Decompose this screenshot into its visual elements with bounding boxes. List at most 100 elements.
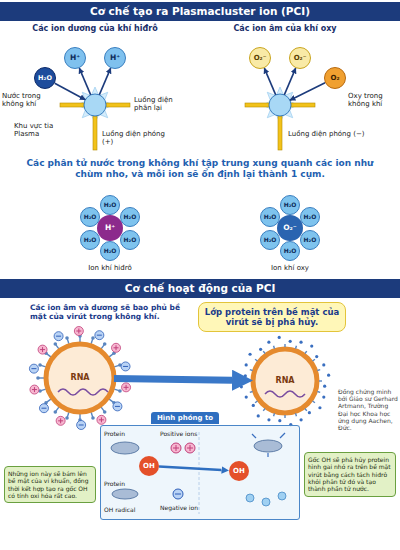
node-text: H₂O (84, 214, 97, 220)
broken-spike (313, 401, 315, 403)
broken-spike (299, 341, 302, 344)
air-ion-symbol (99, 417, 104, 422)
plasma-glow (77, 87, 298, 123)
virus-spike (65, 336, 69, 340)
water-molecule: H₂O (80, 230, 100, 250)
broken-spike (318, 406, 321, 409)
water-molecule: H₂O (300, 207, 320, 227)
annotation-label: Các ion dương của khí hiđrô (25, 24, 165, 34)
broken-spike (305, 409, 307, 411)
broken-spike (248, 353, 251, 356)
ion-flow-arrow (99, 68, 110, 95)
zoom-inset-ground (199, 432, 200, 514)
node-text: H⁺ (105, 224, 115, 232)
note-box: Gốc OH sẽ phá hủy protein hình gai nhỏ r… (304, 452, 396, 497)
oxygen-ion: O₂⁻ (289, 47, 311, 69)
air-ion-symbol (124, 385, 129, 390)
broken-spike (273, 413, 275, 416)
annotation-label: Các ion âm và dương sẽ bao phủ bề mặt củ… (30, 303, 180, 321)
node-text: H₂O (304, 214, 317, 220)
water-molecule: H₂O (100, 241, 120, 261)
broken-spike (310, 344, 313, 347)
virus-particle: RNA (253, 349, 317, 413)
plasma-core (84, 94, 291, 116)
water-molecule: H₂O (280, 195, 300, 215)
oh-radical: OH (139, 456, 159, 476)
annotation-label: Positive ions (160, 430, 220, 437)
node-text: H₂O (284, 202, 297, 208)
air-ion-symbol (79, 424, 84, 425)
annotation-label: Các phân tử nước trong không khí tập tru… (12, 158, 388, 180)
air-ion-symbol (58, 418, 63, 423)
air-ion-symbol (38, 345, 47, 354)
note-box: Những ion này sẽ bám lên bề mặt của vi k… (4, 466, 96, 503)
broken-spike (327, 374, 330, 377)
node-text: H₂O (38, 75, 52, 82)
protein-blob (111, 442, 139, 454)
broken-spike (323, 385, 326, 388)
air-ion-symbol (121, 362, 130, 371)
broken-spike (289, 340, 292, 343)
ion-flow-arrow (55, 68, 325, 100)
broken-spike (278, 419, 281, 422)
water-molecule: H₂O (100, 195, 120, 215)
plasma-discharge-bars (291, 103, 315, 107)
air-ion-symbol (97, 335, 102, 336)
broken-spike (245, 396, 248, 399)
ion-flow-arrow (284, 68, 295, 95)
air-ion-symbol (95, 331, 104, 340)
node-text: Gốc OH sẽ phá hủy protein hình gai nhỏ r… (308, 456, 392, 493)
water-molecule: H₂O (260, 230, 280, 250)
node-text: OH (143, 463, 155, 470)
ion-flow-arrow (264, 68, 275, 95)
protein-blob (267, 453, 268, 457)
node-text: H₂O (124, 214, 137, 220)
section-header-band: Cơ chế hoạt động của PCI (0, 279, 400, 298)
node-text: H₂O (264, 237, 277, 243)
broken-spike (248, 380, 251, 381)
node-text: O₂ (330, 75, 339, 82)
protein-blob (280, 433, 285, 438)
air-ion-symbol (113, 402, 122, 411)
broken-spike (322, 395, 325, 398)
broken-spike (308, 411, 311, 414)
virus-spike (65, 416, 69, 420)
broken-spike (300, 418, 303, 421)
positive-ion-symbol (185, 443, 195, 453)
node-text: H₂O (104, 202, 117, 208)
broken-spike (245, 363, 248, 366)
node-text: OH (233, 468, 245, 475)
broken-spike (313, 359, 315, 361)
positive-ion-symbol (171, 443, 181, 453)
air-ion-symbol (115, 406, 120, 407)
plasma-discharge-bars (106, 103, 130, 107)
broken-spike (255, 359, 257, 361)
water-drop (246, 494, 254, 502)
air-ion-symbol (30, 385, 39, 394)
node-text: H₂O (304, 237, 317, 243)
positive-ion-symbol (187, 445, 193, 451)
broken-spike (284, 344, 285, 347)
air-ion-symbol (56, 336, 61, 337)
node-text: Lớp protein trên bề mặt của virút sẽ bị … (204, 307, 340, 327)
broken-spike (278, 336, 281, 339)
water-molecule: H₂O (280, 241, 300, 261)
virus-spike (91, 336, 95, 340)
node-text: Những ion này sẽ bám lên bề mặt của vi k… (8, 470, 92, 499)
water-molecule: H₂O (120, 230, 140, 250)
oxygen-molecule: O₂ (324, 67, 346, 89)
node-text: Cơ chế hoạt động của PCI (4, 282, 396, 295)
air-ion-symbol (29, 364, 38, 373)
broken-spike (240, 385, 243, 388)
virus-particle: RNA (46, 344, 114, 412)
virus-surface (253, 349, 317, 413)
annotation-label: Đồng chứng minh bởi Giáo sư Gerhard Artm… (338, 388, 398, 431)
protein-blob (254, 440, 282, 452)
plasma-core (84, 94, 106, 116)
air-ion-symbol (40, 347, 45, 352)
air-ion-symbol (56, 416, 65, 425)
water-molecule: H₂O (300, 230, 320, 250)
annotation-label: OH radical (104, 506, 154, 513)
air-ion-symbol (112, 343, 121, 352)
air-ion-symbol (77, 420, 86, 429)
